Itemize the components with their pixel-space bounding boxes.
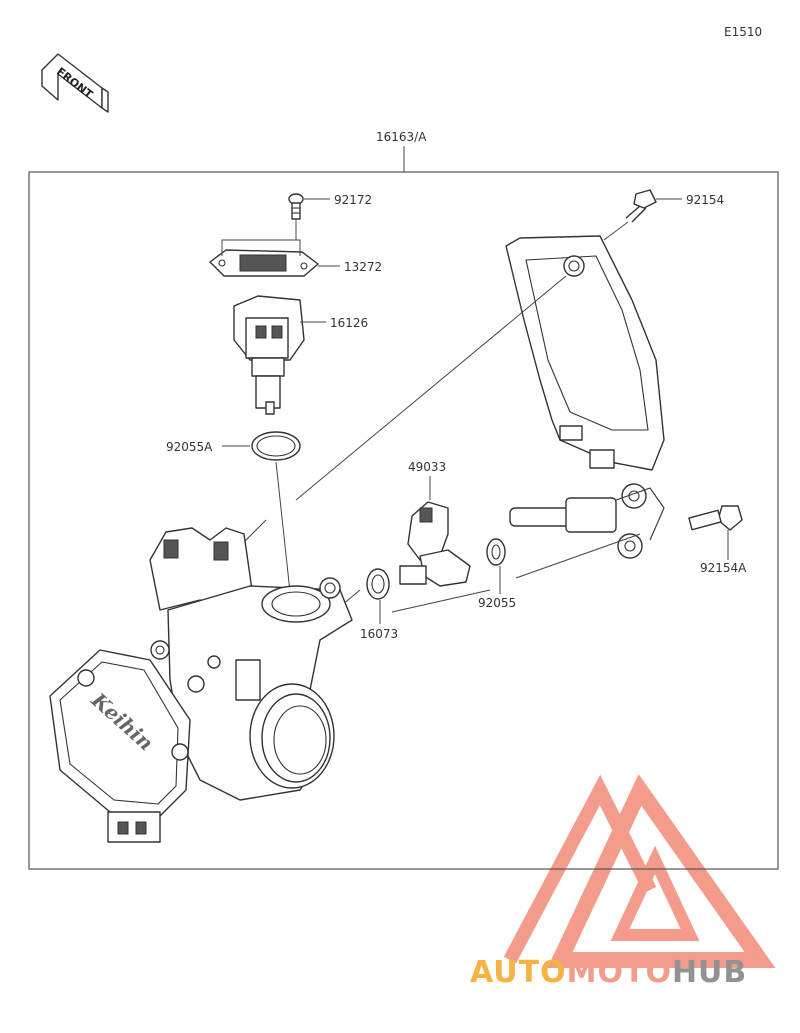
- watermark-logo-triangle: [547, 774, 776, 968]
- label-49033: 49033: [408, 460, 446, 474]
- plate-13272: [209, 249, 319, 277]
- label-13272: 13272: [344, 260, 382, 274]
- washer-92055: [486, 538, 506, 566]
- label-16163A: 16163/A: [376, 130, 427, 144]
- watermark-text-moto: MOTO: [567, 955, 672, 990]
- oring-92055A: [251, 431, 301, 461]
- watermark: AUTOMOTOHUB: [470, 774, 776, 990]
- assembly-frame: [28, 171, 779, 870]
- bolt-92154A: [688, 505, 743, 531]
- label-92154A: 92154A: [700, 561, 747, 575]
- sensor-16126: [233, 295, 305, 415]
- label-16126: 16126: [330, 316, 368, 330]
- label-92055A: 92055A: [166, 440, 213, 454]
- label-92172: 92172: [334, 193, 372, 207]
- oring-16073: [366, 568, 390, 600]
- screw-92172: [288, 193, 304, 220]
- front-arrow-icon: FRONT: [41, 53, 109, 113]
- label-92154: 92154: [686, 193, 724, 207]
- throttle-body: [149, 527, 353, 801]
- svg-text:AUTOMOTOHUB: AUTOMOTOHUB: [470, 955, 747, 990]
- sensor-49033: [399, 501, 471, 587]
- watermark-text-auto: AUTO: [470, 955, 567, 990]
- bolt-92154: [625, 189, 657, 223]
- watermark-logo-stroke: [503, 774, 657, 964]
- label-92055: 92055: [478, 596, 516, 610]
- actuator-cover: Keihin: [49, 649, 191, 843]
- watermark-text-hub: HUB: [672, 955, 747, 990]
- label-16073: 16073: [360, 627, 398, 641]
- watermark-logo-inner: [610, 845, 700, 941]
- diagram-code: E1510: [724, 25, 762, 39]
- fuel-injector: [509, 483, 665, 559]
- throttle-cover: [505, 235, 665, 471]
